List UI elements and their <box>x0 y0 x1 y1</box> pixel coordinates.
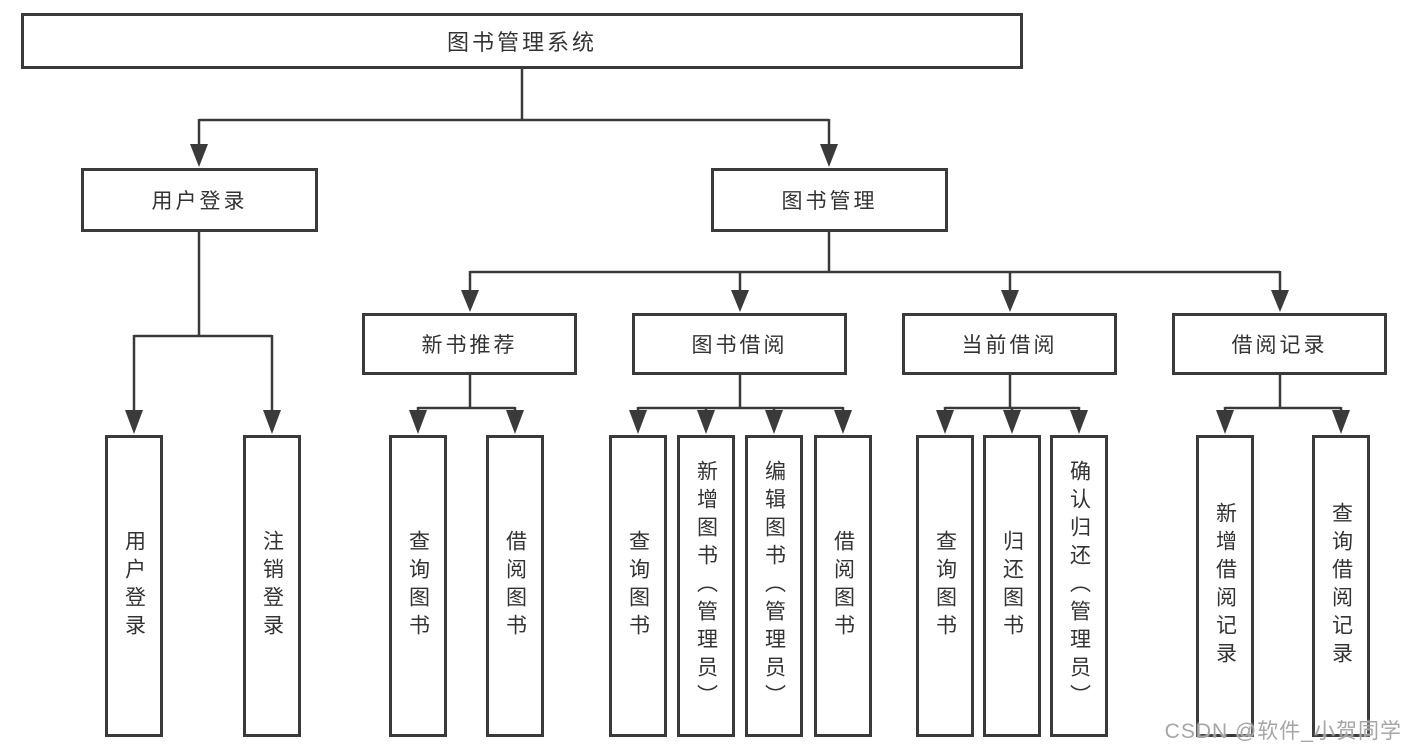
leaf-confirm-return-admin: 确认归还（管理员） <box>1050 435 1108 737</box>
leaf-borrow-books-recommend: 借阅图书 <box>486 435 544 737</box>
leaf-label: 用户登录 <box>122 530 146 642</box>
leaf-edit-books-admin: 编辑图书（管理员） <box>745 435 803 737</box>
node-book-management: 图书管理 <box>711 168 948 232</box>
node-new-book-recommendation: 新书推荐 <box>362 313 577 375</box>
node-current-borrowing: 当前借阅 <box>902 313 1117 375</box>
node-book-borrowing: 图书借阅 <box>632 313 847 375</box>
node-user-login: 用户登录 <box>81 168 318 232</box>
leaf-label: 新增借阅记录 <box>1213 502 1237 670</box>
leaf-label: 注销登录 <box>260 530 284 642</box>
watermark: CSDN @软件_小贺同学 <box>1164 720 1402 743</box>
leaf-query-books-recommend: 查询图书 <box>389 435 447 737</box>
leaf-label: 查询图书 <box>626 530 650 642</box>
leaf-user-login: 用户登录 <box>105 435 163 737</box>
node-root: 图书管理系统 <box>21 13 1023 69</box>
leaf-label: 确认归还（管理员） <box>1067 460 1091 712</box>
leaf-label: 查询借阅记录 <box>1329 502 1353 670</box>
leaf-add-books-admin: 新增图书（管理员） <box>677 435 735 737</box>
leaf-query-books-borrowing: 查询图书 <box>609 435 667 737</box>
leaf-borrow-books-borrowing: 借阅图书 <box>814 435 872 737</box>
leaf-query-books-current: 查询图书 <box>916 435 974 737</box>
leaf-label: 新增图书（管理员） <box>694 460 718 712</box>
leaf-query-borrow-record: 查询借阅记录 <box>1312 435 1370 737</box>
leaf-logout: 注销登录 <box>243 435 301 737</box>
leaf-label: 借阅图书 <box>503 530 527 642</box>
node-borrowing-records: 借阅记录 <box>1172 313 1387 375</box>
leaf-label: 编辑图书（管理员） <box>762 460 786 712</box>
leaf-label: 查询图书 <box>933 530 957 642</box>
leaf-add-borrow-record: 新增借阅记录 <box>1196 435 1254 737</box>
leaf-return-books: 归还图书 <box>983 435 1041 737</box>
leaf-label: 归还图书 <box>1000 530 1024 642</box>
leaf-label: 借阅图书 <box>831 530 855 642</box>
leaf-label: 查询图书 <box>406 530 430 642</box>
